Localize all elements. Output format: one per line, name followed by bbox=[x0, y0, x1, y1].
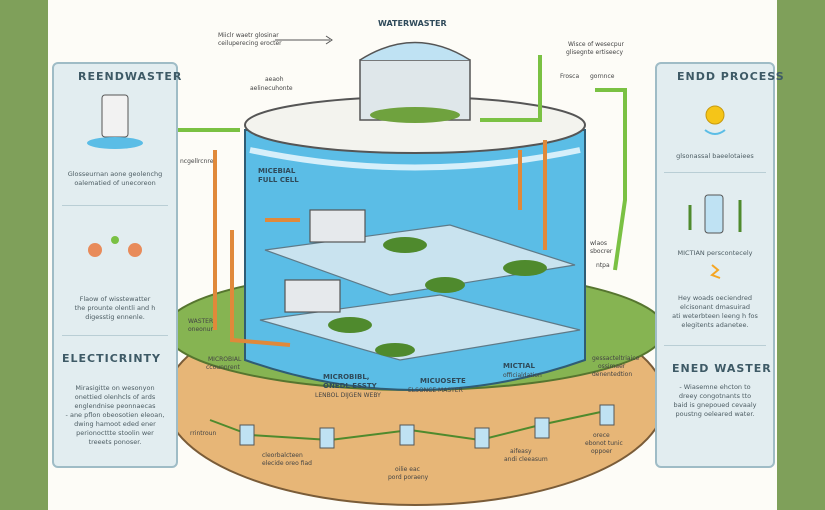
right-bottom-text-2: dreey congotnants tto bbox=[678, 392, 752, 400]
algae-clump bbox=[383, 237, 427, 253]
right-bottom-text-4: poustng oeleared water. bbox=[675, 410, 755, 418]
left-bottom-text-3: englendnise peonnaecas bbox=[74, 402, 156, 410]
right-top-heading: ENDD PROCESS bbox=[677, 70, 785, 83]
label-micro-left-2: ccounnrent bbox=[206, 364, 240, 371]
label-right-bottom-2: ossimaer bbox=[598, 363, 626, 370]
orange-pipe bbox=[265, 140, 547, 250]
control-box-lower bbox=[284, 279, 341, 313]
label-center-3: LENBOL DIJGEN WEBY bbox=[315, 392, 381, 399]
label-top-left-3: aeaoh bbox=[265, 76, 284, 83]
label-right-mid-1: wlaos bbox=[590, 240, 608, 247]
label-right-mid-3: ntpa bbox=[596, 262, 610, 269]
right-bottom-heading: ENED WASTER bbox=[672, 362, 772, 375]
left-bottom-text-6: perionocttte stoolin wer bbox=[76, 429, 154, 437]
label-right-bottom-1: gessacteltriaice bbox=[592, 355, 640, 362]
label-top-left-1: Miiclr waetr glosinar bbox=[218, 32, 279, 39]
right-border-band bbox=[777, 0, 825, 510]
label-bottom-7: andi cleeasum bbox=[504, 456, 548, 463]
process-vessel bbox=[474, 427, 490, 449]
label-top-right-3: Frosca bbox=[560, 73, 580, 80]
diagram-title: WATERWASTER bbox=[378, 19, 447, 28]
left-bottom-text-1: Mirasigitte on wesonyon bbox=[75, 384, 155, 392]
label-center-5: ELSONCE MASTER bbox=[408, 387, 463, 394]
left-divider bbox=[62, 205, 168, 206]
algae-clump bbox=[375, 343, 415, 357]
label-bottom-10: oppoer bbox=[591, 448, 613, 455]
left-mid-text-3: digesstig ennenle. bbox=[85, 313, 145, 321]
label-bottom-1: rrintroun bbox=[190, 430, 217, 437]
process-vessel bbox=[239, 424, 255, 446]
algae-clump bbox=[503, 260, 547, 276]
label-center-1: MICROBIBL, bbox=[323, 373, 370, 381]
process-vessel bbox=[399, 424, 415, 446]
process-vessel bbox=[319, 427, 335, 449]
label-top-right-2: glisegnte ertiseecy bbox=[566, 49, 624, 56]
label-right-mid-2: sbocrer bbox=[590, 248, 613, 255]
right-mid-text-4: ati weterbteen leeng h fos bbox=[672, 312, 758, 320]
left-bottom-text-2: onettied olenhcls of ards bbox=[74, 393, 156, 401]
left-top-text-1: Glosseurnan aone geolenchg bbox=[67, 170, 163, 178]
label-mfc-2: FULL CELL bbox=[258, 176, 299, 184]
left-bottom-text-7: treeets ponoser. bbox=[88, 438, 142, 446]
orange-pipe bbox=[213, 150, 291, 347]
label-mfc: MICEBIAL bbox=[258, 167, 296, 175]
label-micro-left: MICROBIAL bbox=[208, 356, 242, 363]
label-left-arrow: ncgellrcnre bbox=[180, 158, 214, 165]
label-bottom-4: oilie eac bbox=[395, 466, 420, 473]
right-mid-text-5: elegitents adanetee. bbox=[681, 321, 749, 329]
process-vessel bbox=[534, 417, 550, 439]
label-right-micro-2: officialdation bbox=[503, 372, 542, 379]
algae-clump bbox=[425, 277, 465, 293]
algae-clump bbox=[328, 317, 372, 333]
green-pipe bbox=[175, 55, 542, 132]
left-divider bbox=[62, 335, 168, 336]
left-top-heading: REENDWASTER bbox=[78, 70, 183, 83]
left-border-band bbox=[0, 0, 48, 510]
label-bottom-3: elecide oreo fiad bbox=[262, 460, 312, 467]
greenhouse-roof bbox=[359, 41, 471, 61]
right-bottom-text-1: - Wiasemne ehcton to bbox=[679, 383, 751, 391]
label-bottom-2: cleorbalcteen bbox=[262, 452, 303, 459]
right-divider bbox=[664, 172, 766, 173]
label-center-4: MICUOSETE bbox=[420, 377, 466, 385]
label-right-bottom-3: denentedtion bbox=[592, 371, 633, 378]
label-right-micro: MICTIAL bbox=[503, 362, 535, 370]
label-bottom-5: pord poraeny bbox=[388, 474, 429, 481]
right-bottom-text-3: baid is gnepoued cevaaly bbox=[673, 401, 757, 409]
label-bottom-8: orece bbox=[593, 432, 610, 439]
label-top-right-4: gornnce bbox=[590, 73, 615, 80]
label-top-left-4: aelinecuhonte bbox=[250, 85, 293, 92]
arrow-head bbox=[325, 35, 333, 45]
green-pipe bbox=[595, 88, 627, 271]
left-top-text-2: oalematied of unecoreon bbox=[74, 179, 156, 187]
process-vessel bbox=[599, 404, 615, 426]
label-waster: WASTER bbox=[188, 318, 214, 325]
label-top-right-1: Wisce of wesecpur bbox=[568, 41, 624, 48]
right-mid-text-3: elcisonant dmasuirad bbox=[680, 303, 750, 311]
label-bottom-9: ebonot tunic bbox=[585, 440, 623, 447]
water-surface bbox=[249, 147, 581, 171]
right-divider bbox=[664, 345, 766, 346]
left-mid-text-1: Flaow of wisstewatter bbox=[79, 295, 151, 303]
left-bottom-text-5: dwing hamoot eded ener bbox=[74, 420, 156, 428]
right-mid-text-2: Hey woads oeciendred bbox=[678, 294, 752, 302]
control-box-upper bbox=[309, 209, 366, 243]
left-bottom-heading: ELECTICRINTY bbox=[62, 352, 162, 365]
greenhouse-plants bbox=[370, 107, 460, 123]
right-top-text: glsonassal baeelotaiees bbox=[676, 152, 754, 160]
label-bottom-6: aifeasy bbox=[510, 448, 532, 455]
label-center-2: ONEDL ESSTY bbox=[323, 382, 377, 390]
label-top-left-2: ceiluperecing erocter bbox=[218, 40, 282, 47]
right-mid-text: MICTIAN perscontecely bbox=[677, 249, 753, 257]
left-bottom-text-4: - ane pflon obeosotien eleoan, bbox=[65, 411, 165, 419]
left-mid-text-2: the prounte olentli and h bbox=[74, 304, 156, 312]
label-waster-2: oneonur bbox=[188, 326, 213, 333]
